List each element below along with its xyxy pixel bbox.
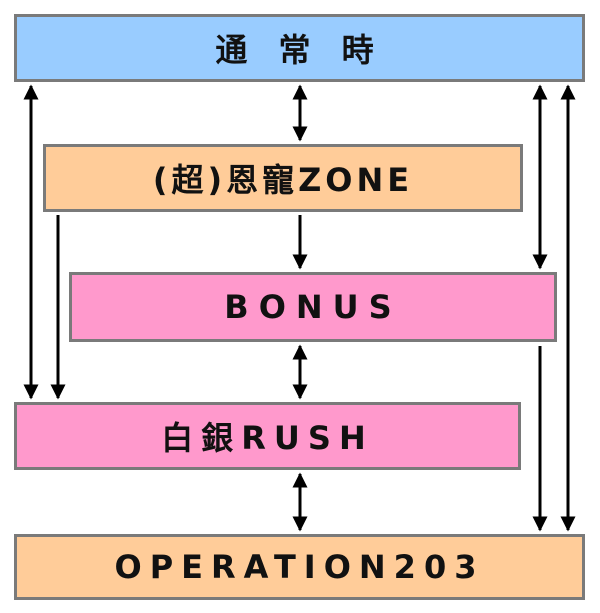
node-bonus: BONUS	[69, 272, 557, 342]
node-operation: OPERATION203	[14, 534, 585, 600]
node-rush-label: 白銀RUSH	[161, 419, 374, 457]
node-zone-label: (超)恩寵ZONE	[152, 161, 414, 199]
node-zone: (超)恩寵ZONE	[43, 144, 523, 212]
node-normal: 通 常 時	[14, 14, 585, 82]
node-rush: 白銀RUSH	[14, 402, 521, 470]
node-operation-label: OPERATION203	[114, 548, 485, 586]
node-normal-label: 通 常 時	[215, 31, 384, 69]
node-bonus-label: BONUS	[224, 288, 402, 326]
